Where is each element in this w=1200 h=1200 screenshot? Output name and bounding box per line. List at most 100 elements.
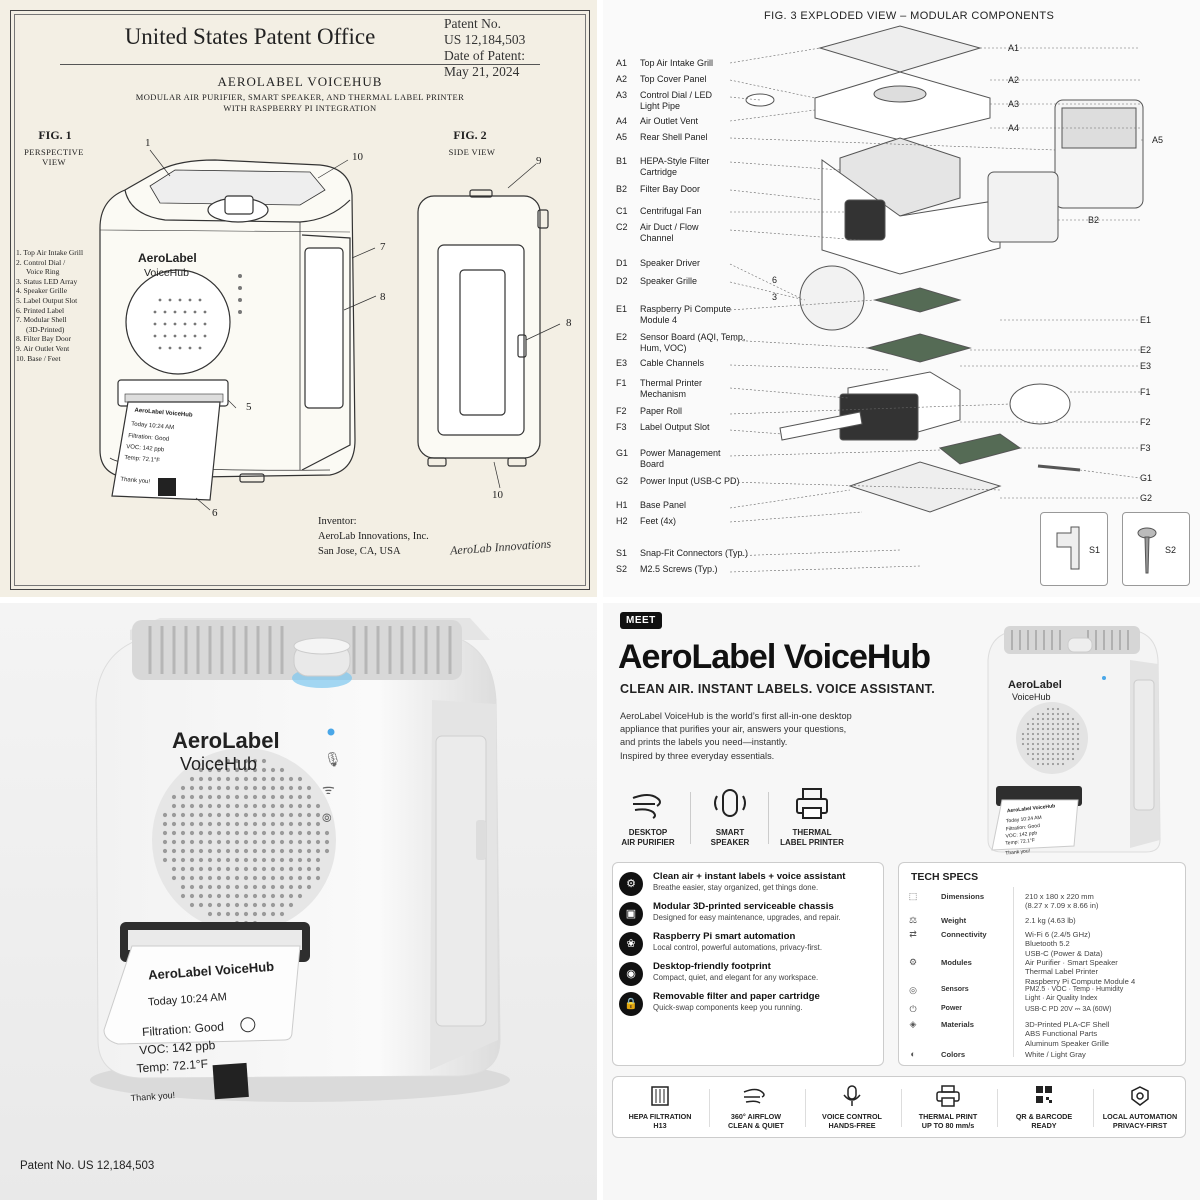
grille-hole [288, 785, 294, 791]
grille-hole [306, 830, 312, 836]
grille-hole [216, 794, 222, 800]
grille-hole [261, 902, 267, 908]
grille-hole [1061, 742, 1065, 746]
grille-hole [1061, 752, 1065, 756]
patent-line-art: 1 10 7 8 5 6 9 8 10 AeroLabel VoiceHub A… [99, 137, 572, 519]
component-label: Snap-Fit Connectors (Typ.) [640, 548, 749, 558]
airflow-icon [743, 1088, 765, 1104]
component-code: G1 [616, 448, 629, 458]
grille-hole [252, 758, 258, 764]
grille-hole [1041, 742, 1045, 746]
grille-hole [234, 821, 240, 827]
exploded-callout: F3 [1140, 443, 1151, 453]
component-label: M2.5 Screws (Typ.) [640, 564, 718, 574]
grille-hole [1066, 752, 1070, 756]
grille-hole [306, 848, 312, 854]
grille-hole [216, 884, 222, 890]
spec-value-line: White / Light Gray [1025, 1050, 1086, 1059]
grille-hole [261, 785, 267, 791]
feature-title: Modular 3D-printed serviceable chassis [653, 901, 834, 912]
grille-hole [216, 911, 222, 917]
grille-hole [225, 767, 231, 773]
patent-callout: 8 [566, 317, 572, 329]
grille-hole [189, 866, 195, 872]
grille-hole [1036, 722, 1040, 726]
grille-hole [297, 803, 303, 809]
bottom-feature-line: QR & BARCODE [1015, 1112, 1073, 1121]
exploded-callout: A2 [1008, 75, 1019, 85]
patent-meta-line: US 12,184,503 [444, 32, 526, 47]
grille-hole [225, 785, 231, 791]
feature-title: Clean air + instant labels + voice assis… [653, 871, 846, 882]
grille-hole [234, 785, 240, 791]
legend-item: 6. Printed Label [16, 305, 65, 315]
grille-hole [297, 776, 303, 782]
essential-label: AIR PURIFIER [621, 837, 675, 847]
legend-item: 1. Top Air Intake Grill [16, 248, 84, 257]
bottom-feature: VOICE CONTROL HANDS-FREE [807, 1085, 897, 1131]
legend-item: Voice Ring [26, 267, 60, 277]
grille-hole [270, 794, 276, 800]
grille-hole [216, 803, 222, 809]
grille-hole [297, 875, 303, 881]
grille-hole [252, 857, 258, 863]
grille-hole [1066, 732, 1070, 736]
grille-hole [1056, 737, 1060, 741]
mic-icon [843, 1085, 861, 1106]
grille-hole [1051, 747, 1055, 751]
grille-hole [198, 776, 204, 782]
grille-hole [261, 884, 267, 890]
grille-hole [1051, 722, 1055, 726]
grille-hole [270, 902, 276, 908]
grille-hole [1046, 737, 1050, 741]
grille-hole [1026, 732, 1030, 736]
component-code: F3 [616, 422, 627, 432]
grille-hole [288, 902, 294, 908]
grille-hole [252, 848, 258, 854]
component-code: S1 [616, 548, 628, 558]
grille-hole [207, 884, 213, 890]
grille-hole [234, 857, 240, 863]
grille-hole [225, 911, 231, 917]
grille-hole [1066, 737, 1070, 741]
grille-hole [198, 875, 204, 881]
grille-hole [270, 821, 276, 827]
component-code: A3 [616, 90, 628, 100]
grille-hole [315, 866, 321, 872]
patent-invention-title: AEROLABEL VOICEHUB [217, 74, 383, 89]
patent-callout: 9 [536, 155, 542, 167]
component-code: C2 [616, 222, 628, 232]
grille-hole [288, 794, 294, 800]
exploded-callout: A3 [1008, 99, 1019, 109]
grille-hole [225, 875, 231, 881]
grille-hole [1036, 747, 1040, 751]
spec-value-line: USB-C PD 20V ⎓ 3A (60W) [1025, 1006, 1112, 1013]
bottom-feature-line: READY [1031, 1120, 1057, 1130]
grille-hole [279, 848, 285, 854]
feature-item: ❀ Raspberry Pi smart automation Local co… [619, 931, 881, 959]
grille-hole [279, 785, 285, 791]
spec-value-line: USB-C (Power & Data) [1025, 948, 1103, 958]
grille-hole [207, 911, 213, 917]
grille-hole [243, 767, 249, 773]
patent-meta-line: Date of Patent: [444, 48, 525, 63]
component-code: F2 [616, 406, 627, 416]
grille-hole [198, 839, 204, 845]
spec-value-line: (8.27 x 7.09 x 8.66 in) [1025, 901, 1099, 911]
sensor-icon: ◎ [909, 985, 917, 995]
grille-hole [216, 821, 222, 827]
grille-hole [243, 866, 249, 872]
grille-hole [1076, 737, 1080, 741]
wifi-icon: ᯤ [322, 782, 335, 798]
grille-hole [216, 902, 222, 908]
grille-hole [171, 812, 177, 818]
component-label: Thermal Printer Mechanism [640, 378, 703, 399]
patent-callout: 7 [380, 241, 386, 253]
grille-hole [1056, 717, 1060, 721]
bottom-divider [709, 1089, 710, 1127]
grille-hole [198, 902, 204, 908]
exploded-callout: E1 [1140, 315, 1151, 325]
grille-hole [252, 821, 258, 827]
bottom-feature: QR & BARCODE READY [999, 1085, 1089, 1131]
